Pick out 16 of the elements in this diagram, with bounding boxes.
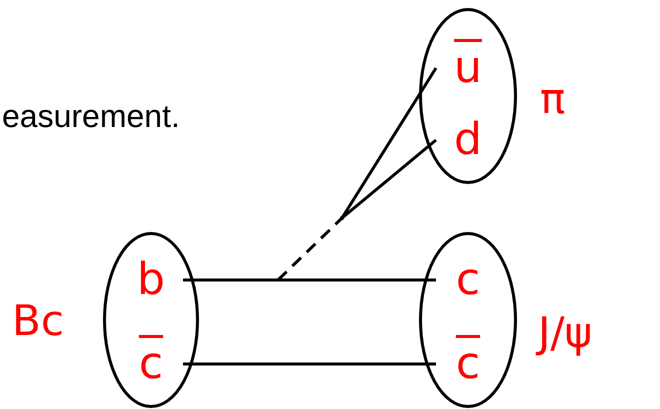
dashed-line	[276, 216, 344, 282]
sentence-fragment: easurement.	[2, 98, 180, 135]
antiquark-label: c	[119, 336, 183, 392]
quark-label: b	[119, 252, 183, 308]
antiquark-label: u	[436, 38, 500, 98]
vertex-point	[340, 216, 344, 220]
quark-label: c	[436, 252, 500, 308]
quark-line	[340, 67, 438, 219]
quark-label: d	[436, 110, 500, 170]
antiquark-label: c	[436, 336, 500, 392]
particle-name: π	[540, 78, 566, 120]
particle-name: Bc	[12, 300, 64, 342]
quark-line	[183, 278, 436, 282]
particle-name: J/ψ	[538, 312, 592, 354]
quark-line	[183, 362, 436, 366]
quark-line	[341, 138, 437, 220]
